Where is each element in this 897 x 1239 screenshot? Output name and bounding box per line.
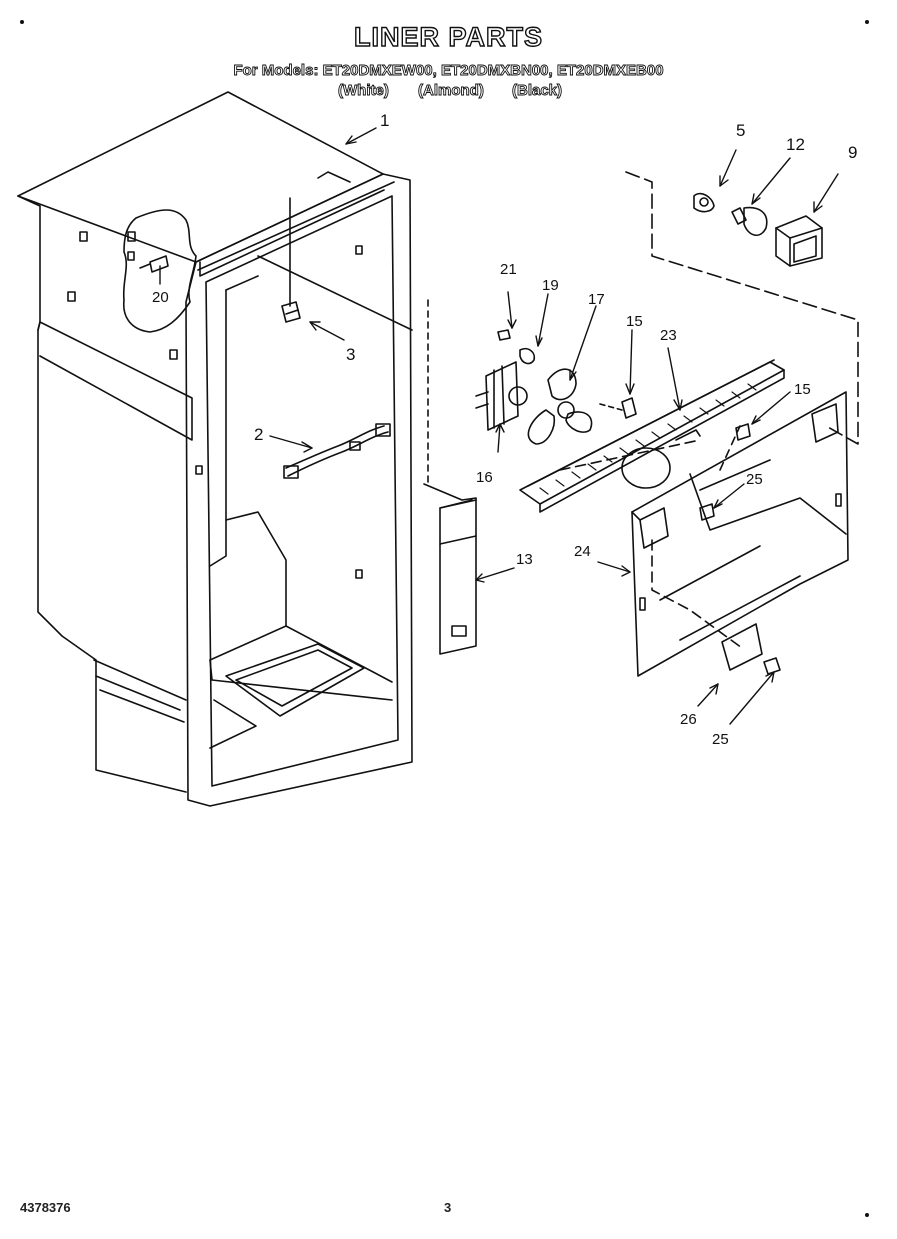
page-number: 3 <box>444 1200 452 1215</box>
leader-lines <box>159 127 839 725</box>
callout-3: 3 <box>346 345 355 364</box>
models-line: For Models: ET20DMXEW00, ET20DMXBN00, ET… <box>233 62 664 80</box>
panel-part-13 <box>423 483 477 655</box>
callout-23: 23 <box>660 327 677 344</box>
bracket-part-3 <box>281 301 301 323</box>
registration-marks <box>20 20 869 1217</box>
callout-20: 20 <box>152 289 169 306</box>
callout-17: 17 <box>588 291 605 308</box>
callout-16: 16 <box>476 469 493 486</box>
callout-12: 12 <box>786 135 805 154</box>
fan-motor-assembly <box>475 329 637 445</box>
liner-cabinet <box>17 91 429 807</box>
callout-labels: 1 2 3 5 9 12 13 15 15 16 17 19 20 21 23 … <box>152 111 857 748</box>
callout-25a: 25 <box>746 471 763 488</box>
document-number: 4378376 <box>20 1200 71 1215</box>
callout-1: 1 <box>380 111 389 130</box>
callout-26: 26 <box>680 711 697 728</box>
callout-24: 24 <box>574 543 591 560</box>
callout-2: 2 <box>254 425 263 444</box>
callout-21: 21 <box>500 261 517 278</box>
callout-15a: 15 <box>626 313 643 330</box>
page-title: LINER PARTS <box>353 21 543 52</box>
callout-5: 5 <box>736 121 745 140</box>
duct-grille-part-23 <box>519 359 785 513</box>
color-white-label: (White) <box>338 82 390 100</box>
color-almond-label: (Almond) <box>418 82 485 100</box>
callout-9: 9 <box>848 143 857 162</box>
cover-plate-part-26 <box>721 623 781 675</box>
callout-19: 19 <box>542 277 559 294</box>
callout-15b: 15 <box>794 381 811 398</box>
callout-13: 13 <box>516 551 533 568</box>
callout-25b: 25 <box>712 731 729 748</box>
color-black-label: (Black) <box>512 82 563 100</box>
harness-part-2 <box>283 423 391 479</box>
evaporator-cover-part-24 <box>559 391 849 677</box>
lamp-assembly <box>625 171 859 445</box>
